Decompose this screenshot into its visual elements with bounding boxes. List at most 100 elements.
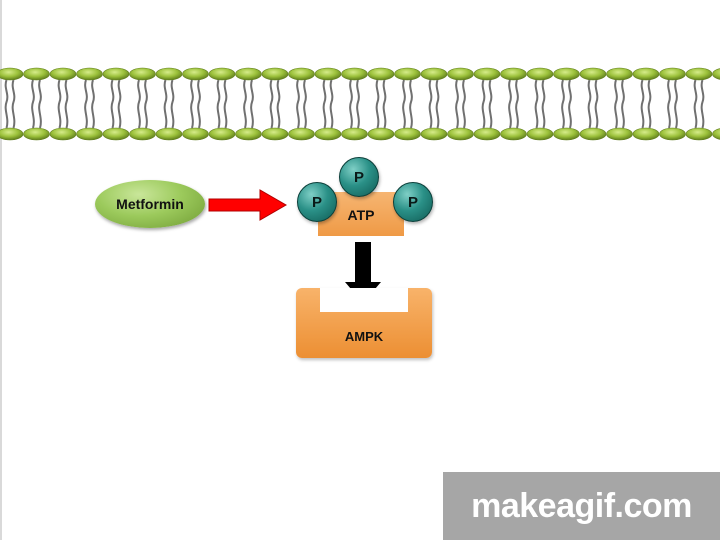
- metformin-node: Metformin: [95, 180, 205, 228]
- lipid-tail: [428, 79, 433, 129]
- lipid-tail: [137, 79, 141, 129]
- atp-label: ATP: [347, 207, 375, 223]
- lipid-head: [314, 67, 342, 81]
- lipid-tail: [594, 79, 599, 129]
- lipid-tail: [269, 79, 274, 129]
- lipid-tail: [462, 79, 466, 129]
- lipid-tail: [31, 79, 35, 129]
- lipid-tail: [534, 79, 539, 129]
- lipid-head: [288, 127, 315, 141]
- lipid-tail: [700, 79, 705, 129]
- lipid-head: [526, 67, 554, 81]
- lipid-tail: [144, 79, 148, 129]
- lipid-tail: [587, 79, 592, 129]
- lipid-head: [579, 67, 607, 81]
- lipid-tail: [561, 79, 565, 129]
- lipid-head: [420, 127, 448, 141]
- lipid-tail: [64, 79, 69, 129]
- lipid-head: [102, 127, 130, 141]
- lipid-head: [553, 67, 580, 81]
- lipid-head: [341, 67, 368, 81]
- lipid-tail: [481, 79, 486, 129]
- lipid-head: [182, 67, 209, 81]
- lipid-tail: [541, 79, 546, 129]
- lipid-tail: [667, 79, 671, 129]
- lipid-head: [23, 67, 50, 81]
- lipid-head: [208, 127, 236, 141]
- lipid-head: [129, 67, 156, 81]
- lipid-tail: [197, 79, 201, 129]
- lipid-tail: [276, 79, 281, 129]
- lipid-tail: [38, 79, 42, 129]
- lipid-tail: [84, 79, 88, 129]
- lipid-tail: [296, 79, 300, 129]
- metformin-label: Metformin: [116, 196, 184, 212]
- lipid-tail: [322, 79, 327, 129]
- lipid-head: [76, 127, 103, 141]
- lipid-head: [0, 67, 24, 81]
- lipid-tail: [640, 79, 645, 129]
- lipid-bilayer-membrane: [0, 67, 720, 141]
- phosphate-group-right: P: [393, 182, 433, 222]
- lipid-head: [314, 127, 342, 141]
- lipid-head: [553, 127, 580, 141]
- lipid-tail: [488, 79, 493, 129]
- lipid-head: [49, 127, 77, 141]
- lipid-head: [394, 127, 421, 141]
- lipid-tail: [4, 79, 9, 129]
- lipid-tail: [508, 79, 512, 129]
- lipid-tail: [621, 79, 625, 129]
- lipid-head: [102, 67, 130, 81]
- ampk-binding-pocket: [320, 288, 408, 312]
- lipid-head: [447, 127, 474, 141]
- lipid-tail: [250, 79, 254, 129]
- lipid-head: [420, 67, 448, 81]
- lipid-tail: [435, 79, 440, 129]
- watermark-text: makeagif.com: [471, 486, 692, 525]
- lipid-tail: [329, 79, 334, 129]
- lipid-head: [235, 127, 262, 141]
- lipid-tail: [117, 79, 122, 129]
- lipid-head: [261, 67, 289, 81]
- lipid-head: [367, 127, 395, 141]
- phosphate-label: P: [311, 193, 322, 211]
- lipid-head: [447, 67, 474, 81]
- lipid-tail: [11, 79, 16, 129]
- lipid-head: [261, 127, 289, 141]
- lipid-head: [606, 127, 633, 141]
- lipid-head: [341, 127, 368, 141]
- phosphate-label: P: [353, 168, 364, 186]
- lipid-tail: [57, 79, 62, 129]
- lipid-head: [155, 127, 183, 141]
- phosphate-label: P: [407, 193, 418, 211]
- lipid-tail: [91, 79, 95, 129]
- lipid-tail: [303, 79, 307, 129]
- lipid-head: [394, 67, 421, 81]
- lipid-tail: [693, 79, 698, 129]
- lipid-tail: [382, 79, 387, 129]
- lipid-head: [49, 67, 77, 81]
- lipid-head: [500, 127, 527, 141]
- lipid-head: [288, 67, 315, 81]
- lipid-tail: [163, 79, 168, 129]
- lipid-head: [632, 127, 660, 141]
- lipid-tail: [568, 79, 572, 129]
- lipid-head: [685, 67, 713, 81]
- lipid-head: [76, 67, 103, 81]
- lipid-tail: [216, 79, 221, 129]
- lipid-head: [235, 67, 262, 81]
- ampk-label: AMPK: [344, 329, 384, 344]
- lipid-tail: [674, 79, 678, 129]
- lipid-tail: [349, 79, 353, 129]
- lipid-head: [129, 127, 156, 141]
- lipid-tail: [110, 79, 115, 129]
- phosphate-group-top: P: [339, 157, 379, 197]
- lipid-tail: [223, 79, 228, 129]
- left-border-line: [0, 0, 2, 540]
- lipid-head: [685, 127, 713, 141]
- lipid-head: [182, 127, 209, 141]
- lipid-tail: [243, 79, 247, 129]
- lipid-head: [526, 127, 554, 141]
- lipid-tail: [455, 79, 459, 129]
- lipid-head: [659, 67, 686, 81]
